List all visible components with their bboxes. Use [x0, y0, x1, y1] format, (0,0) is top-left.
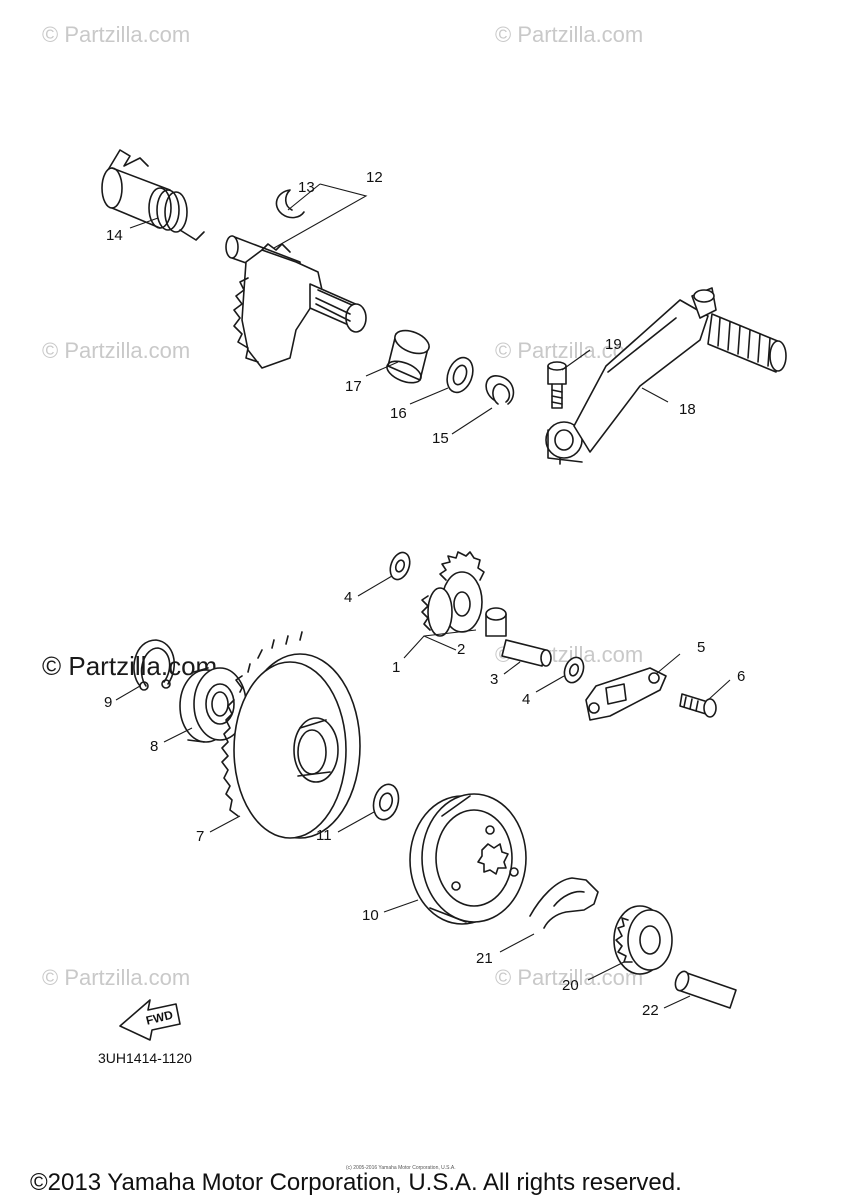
callout-6: 6 — [737, 668, 745, 685]
callout-8: 8 — [150, 738, 158, 755]
callout-14: 14 — [106, 227, 123, 244]
diagram-code: 3UH1414-1120 — [98, 1050, 192, 1066]
callout-15: 15 — [432, 430, 449, 447]
callout-13: 13 — [298, 179, 315, 196]
part-4-washer-lower — [563, 656, 585, 684]
callout-19: 19 — [605, 336, 622, 353]
callout-3: 3 — [490, 671, 498, 688]
watermark-top-left: © Partzilla.com — [42, 22, 190, 47]
watermark-center-left: © Partzilla.com — [42, 651, 217, 681]
part-9-circlip — [133, 639, 176, 691]
part-8-bearing — [179, 667, 247, 743]
callout-16: 16 — [390, 405, 407, 422]
fwd-arrow-icon: FWD — [119, 999, 181, 1041]
part-6-bolt — [679, 693, 717, 718]
fwd-label: FWD — [144, 1007, 174, 1027]
part-20-drive-gear — [613, 905, 673, 975]
part-5-plate — [585, 667, 667, 721]
callout-18: 18 — [679, 401, 696, 418]
callout-10: 10 — [362, 907, 379, 924]
watermark-bottom-left: © Partzilla.com — [42, 965, 190, 990]
copyright-line: ©2013 Yamaha Motor Corporation, U.S.A. A… — [30, 1169, 682, 1196]
part-17-collar — [386, 329, 430, 384]
part-14-kick-spring — [101, 149, 205, 241]
callout-4-upper: 4 — [344, 589, 352, 606]
callout-20: 20 — [562, 977, 579, 994]
part-4-washer-upper — [389, 551, 411, 581]
callout-5: 5 — [697, 639, 705, 656]
part-15-circlip — [485, 375, 515, 405]
part-18-kick-crank — [545, 287, 787, 465]
callout-17: 17 — [345, 378, 362, 395]
part-2-idler-gear — [421, 551, 485, 637]
part-16-washer — [446, 356, 474, 394]
callout-9: 9 — [104, 694, 112, 711]
part-7-large-gear — [221, 631, 361, 839]
watermark-mid-left: © Partzilla.com — [42, 338, 190, 363]
part-11-washer — [372, 783, 400, 821]
tiny-copyright-notice: (c) 2005-2016 Yamaha Motor Corporation, … — [346, 1165, 456, 1171]
leader-lines — [115, 183, 731, 1009]
callout-4-lower: 4 — [522, 691, 530, 708]
callout-1: 1 — [392, 659, 400, 676]
callout-11: 11 — [316, 827, 332, 844]
callout-7: 7 — [196, 828, 204, 845]
part-3-pin — [501, 639, 552, 667]
watermark-top-right: © Partzilla.com — [495, 22, 643, 47]
part-22-pin — [674, 970, 737, 1009]
callout-2: 2 — [457, 641, 465, 658]
part-21-clip — [529, 877, 599, 929]
callout-12: 12 — [366, 169, 383, 186]
part-10-clutch-assembly — [409, 793, 527, 925]
callout-22: 22 — [642, 1002, 659, 1019]
part-2-bushing — [485, 607, 507, 637]
part-19-bolt — [547, 361, 567, 409]
callout-21: 21 — [476, 950, 493, 967]
part-12-kick-shaft — [225, 235, 367, 369]
watermark-bottom-right: © Partzilla.com — [495, 965, 643, 990]
